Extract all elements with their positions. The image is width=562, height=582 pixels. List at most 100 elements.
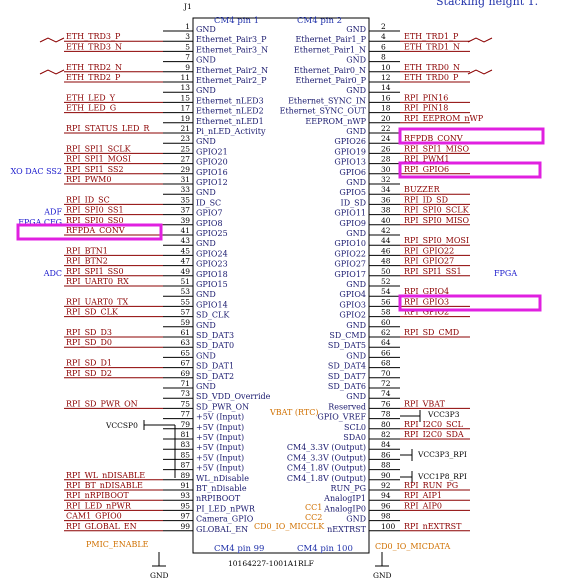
left-net-label[interactable]: RPI_SD_PWR_ON bbox=[66, 399, 138, 408]
right-net-label[interactable]: RPI_GPIO4 bbox=[404, 287, 449, 296]
left-pin-number: 65 bbox=[180, 348, 190, 357]
right-net-label[interactable]: RFPDB_CONV bbox=[404, 134, 463, 143]
right-net-label[interactable]: RPI_ID_SD bbox=[404, 195, 448, 204]
external-right-label: FPGA bbox=[494, 269, 517, 278]
left-pin-number: 53 bbox=[180, 287, 190, 296]
right-pin-number: 38 bbox=[381, 206, 391, 215]
stacking-height-title: Stacking height 1. bbox=[436, 0, 538, 8]
left-pin-number: 87 bbox=[180, 461, 190, 470]
left-net-label[interactable]: RFPDA_CONV bbox=[66, 226, 125, 235]
right-net-label[interactable]: RPI_nEXTRST bbox=[404, 522, 462, 531]
external-left-label: ADC bbox=[43, 269, 62, 278]
left-net-label[interactable]: RPI_STATUS_LED_R bbox=[66, 124, 150, 133]
right-net-label[interactable]: RPI_GPIO2 bbox=[404, 308, 449, 317]
vcc3p3-rpi-label: VCC3P3_RPI bbox=[417, 450, 467, 459]
left-net-label[interactable]: RPI_GLOBAL_EN bbox=[66, 522, 137, 531]
left-pin-name: GND bbox=[196, 351, 216, 360]
right-pin-name: CM4_1.8V (Output) bbox=[287, 464, 366, 473]
right-pin-number: 60 bbox=[381, 318, 391, 327]
left-net-label[interactable]: ETH_LED_Y bbox=[66, 93, 116, 102]
left-pin-number: 73 bbox=[180, 389, 190, 398]
left-net-label[interactable]: ETH_TRD2_P bbox=[66, 73, 121, 82]
right-pin-name: GND bbox=[346, 25, 366, 34]
right-net-label[interactable]: RPI_SPI1_MISO bbox=[404, 144, 470, 153]
right-net-label[interactable]: RPI_GPIO6 bbox=[404, 165, 449, 174]
left-net-label[interactable]: RPI_ID_SC bbox=[66, 195, 110, 204]
right-net-label[interactable]: RPI_SPI0_MOSI bbox=[404, 236, 469, 245]
right-net-label[interactable]: RPI_PIN16 bbox=[404, 93, 448, 102]
left-net-label[interactable]: RPI_SPI1_SS2 bbox=[66, 165, 124, 174]
left-net-label[interactable]: ETH_TRD2_N bbox=[66, 63, 122, 72]
left-pin-number: 31 bbox=[180, 175, 190, 184]
right-pin-name: AnalogIP0 bbox=[323, 504, 366, 513]
left-net-label[interactable]: ETH_TRD3_P bbox=[66, 32, 121, 41]
left-net-label[interactable]: RPI_SD_D2 bbox=[66, 369, 112, 378]
left-net-label[interactable]: RPI_SPI0_SS0 bbox=[66, 216, 124, 225]
right-net-label[interactable]: RPI_SPI1_SS1 bbox=[404, 267, 462, 276]
left-net-label[interactable]: RPI_BTN1 bbox=[66, 246, 108, 255]
right-net-label[interactable]: RPI_SPI0_MISO bbox=[404, 216, 470, 225]
right-net-label[interactable]: RPI_I2C0_SCL bbox=[404, 420, 464, 429]
left-net-label[interactable]: RPI_SD_D1 bbox=[66, 359, 112, 368]
left-net-label[interactable]: RPI_SPI1_MOSI bbox=[66, 155, 131, 164]
right-net-label[interactable]: RPI_I2C0_SDA bbox=[404, 430, 464, 439]
left-net-label[interactable]: RPI_WL_nDISABLE bbox=[66, 471, 145, 480]
right-pin-number: 62 bbox=[381, 328, 391, 337]
left-net-label[interactable]: RPI_BT_nDISABLE bbox=[66, 481, 143, 490]
left-net-label[interactable]: ETH_TRD3_N bbox=[66, 42, 122, 51]
right-net-label[interactable]: BUZZER bbox=[404, 185, 441, 194]
left-net-label[interactable]: RPI_SPI0_SS1 bbox=[66, 206, 124, 215]
left-pin-number: 27 bbox=[180, 155, 190, 164]
right-pin-number: 2 bbox=[381, 22, 386, 31]
left-net-label[interactable]: RPI_UART0_TX bbox=[66, 297, 128, 306]
right-net-label[interactable]: ETH_TRD1_P bbox=[404, 32, 459, 41]
left-net-label[interactable]: CAM1_GPIO0 bbox=[66, 512, 122, 521]
right-net-label[interactable]: RPI_PWM1 bbox=[404, 155, 449, 164]
right-pin-name: GPIO_VREF bbox=[317, 413, 366, 422]
gnd-right-label: GND bbox=[373, 571, 392, 580]
right-pin-number: 12 bbox=[381, 73, 391, 82]
left-net-label[interactable]: RPI_PWM0 bbox=[66, 175, 111, 184]
right-net-label[interactable]: ETH_TRD0_N bbox=[404, 63, 460, 72]
right-net-label[interactable]: ETH_TRD1_N bbox=[404, 42, 460, 51]
left-net-label[interactable]: RPI_SD_D0 bbox=[66, 338, 112, 347]
cc2-label: CC2 bbox=[305, 513, 322, 522]
eth-term-right-1 bbox=[467, 37, 493, 43]
left-net-label[interactable]: RPI_UART0_RX bbox=[66, 277, 129, 286]
left-net-label[interactable]: RPI_SD_D3 bbox=[66, 328, 112, 337]
left-net-label[interactable]: ETH_LED_G bbox=[66, 104, 116, 113]
right-net-label[interactable]: RPI_AIP0 bbox=[404, 501, 442, 510]
right-net-label[interactable]: RPI_VBAT bbox=[404, 399, 446, 408]
left-pin-name: SD_PWR_ON bbox=[196, 402, 249, 411]
right-net-label[interactable]: RPI_GPIO3 bbox=[404, 297, 449, 306]
right-pin-number: 58 bbox=[381, 308, 391, 317]
left-pin-number: 15 bbox=[180, 93, 190, 102]
left-pin-number: 97 bbox=[180, 512, 190, 521]
left-pin-number: 35 bbox=[180, 195, 190, 204]
left-pin-name: GND bbox=[196, 56, 216, 65]
right-net-label[interactable]: RPI_AIP1 bbox=[404, 491, 442, 500]
right-net-label[interactable]: RPI_PIN18 bbox=[404, 104, 448, 113]
left-net-label[interactable]: RPI_nRPIBOOT bbox=[66, 491, 129, 500]
right-net-label[interactable]: RPI_GPIO22 bbox=[404, 246, 454, 255]
right-net-label[interactable]: RPI_EEPROM_nWP bbox=[404, 114, 484, 123]
left-pin-name: Ethernet_Pair2_P bbox=[196, 76, 267, 85]
left-pin-number: 23 bbox=[180, 134, 190, 143]
right-net-label[interactable]: RPI_GPIO27 bbox=[404, 257, 454, 266]
right-net-label[interactable]: RPI_SD_CMD bbox=[404, 328, 459, 337]
right-pin-number: 10 bbox=[381, 63, 391, 72]
left-net-label[interactable]: RPI_SPI1_SCLK bbox=[66, 144, 132, 153]
left-pin-number: 11 bbox=[180, 73, 190, 82]
right-net-label[interactable]: ETH_TRD0_P bbox=[404, 73, 459, 82]
left-net-label[interactable]: RPI_SPI1_SS0 bbox=[66, 267, 124, 276]
right-pin-number: 100 bbox=[381, 522, 396, 531]
left-pin-name: WL_nDisable bbox=[196, 474, 249, 483]
left-net-label[interactable]: RPI_LED_nPWR bbox=[66, 501, 132, 510]
right-pin-number: 44 bbox=[381, 236, 391, 245]
left-net-label[interactable]: RPI_BTN2 bbox=[66, 257, 108, 266]
right-net-label[interactable]: RPI_RUN_PG bbox=[404, 481, 458, 490]
header-left: CM4 pin 1 bbox=[214, 16, 259, 26]
left-net-label[interactable]: RPI_SD_CLK bbox=[66, 308, 119, 317]
right-pin-name: GND bbox=[346, 56, 366, 65]
right-net-label[interactable]: RPI_SPI0_SCLK bbox=[404, 206, 470, 215]
